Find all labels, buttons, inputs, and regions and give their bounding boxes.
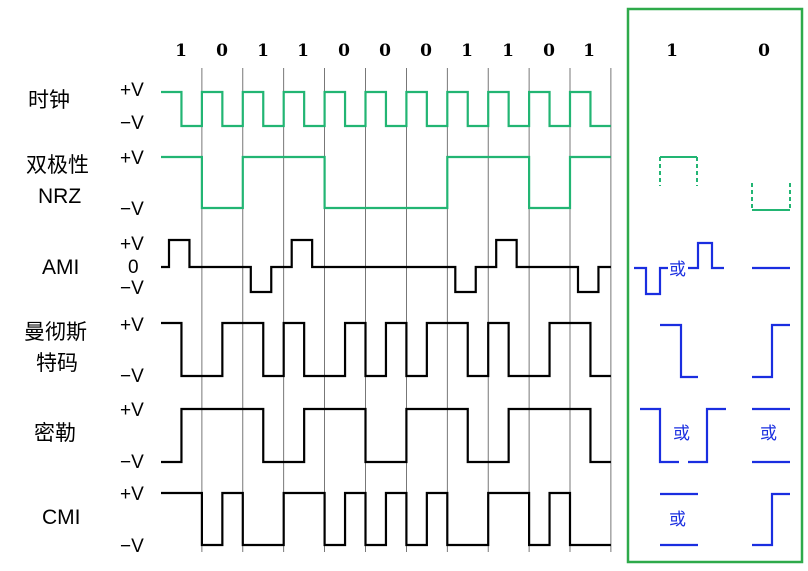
bit-5: 0	[379, 41, 391, 61]
legend-manchester-zero	[752, 323, 790, 379]
clock-level-high: +V	[120, 80, 144, 101]
legend-or-cmi: 或	[669, 510, 686, 530]
legend-nrz	[659, 156, 791, 211]
nrz-label-line2: NRZ	[38, 185, 81, 208]
ami-waveform	[161, 238, 611, 294]
cmi-waveform	[161, 491, 611, 547]
manchester-waveform	[161, 321, 611, 378]
legend-cmi-zero	[752, 492, 790, 547]
legend-bit-one: 1	[666, 41, 678, 61]
legend-blue-waves	[634, 241, 790, 547]
legend-nrz-one-edges	[659, 157, 698, 186]
cmi-level-high: +V	[120, 484, 144, 505]
clock-waveform	[161, 90, 611, 128]
nrz-label-line1: 双极性	[26, 153, 89, 177]
bit-2: 1	[257, 41, 269, 61]
manchester-label-line1: 曼彻斯	[24, 320, 87, 344]
nrz-level-high: +V	[120, 148, 144, 169]
bit-0: 1	[175, 41, 187, 61]
row-labels: 时钟 双极性 NRZ AMI 曼彻斯 特码 密勒 CMI	[24, 88, 89, 529]
legend-miller-one-b	[688, 407, 726, 464]
cmi-level-low: −V	[120, 536, 144, 557]
nrz-waveform	[161, 155, 611, 210]
legend-panel: 1 0 或 或 或 或	[626, 7, 804, 564]
miller-level-low: −V	[120, 452, 144, 473]
clock-level-low: −V	[120, 113, 144, 134]
legend-ami-one-a	[634, 266, 668, 296]
manchester-level-low: −V	[120, 366, 144, 387]
waveforms	[161, 90, 611, 547]
legend-nrz-zero-edges	[751, 183, 791, 210]
bit-9: 0	[543, 41, 555, 61]
bit-7: 1	[461, 41, 473, 61]
legend-or-miller-one: 或	[673, 424, 690, 444]
ami-level-zero: 0	[128, 257, 139, 278]
miller-waveform	[161, 407, 611, 464]
bit-1: 0	[216, 41, 228, 61]
level-labels: +V −V +V −V +V 0 −V +V −V +V −V +V −V	[120, 80, 144, 557]
ami-label: AMI	[42, 256, 79, 279]
legend-or-miller-zero: 或	[760, 424, 777, 444]
miller-label: 密勒	[34, 421, 76, 445]
bit-8: 1	[502, 41, 514, 61]
bit-6: 0	[420, 41, 432, 61]
bit-3: 1	[297, 41, 309, 61]
manchester-level-high: +V	[120, 315, 144, 336]
clock-label: 时钟	[28, 88, 70, 112]
bit-grid	[201, 68, 612, 552]
legend-border	[626, 7, 804, 564]
legend-miller-one-a	[640, 407, 679, 464]
ami-level-high: +V	[120, 234, 144, 255]
bit-10: 1	[583, 41, 595, 61]
bit-4: 0	[338, 41, 350, 61]
legend-or-ami: 或	[669, 260, 686, 280]
legend-bit-zero: 0	[758, 41, 770, 61]
ami-level-low: −V	[120, 278, 144, 299]
manchester-label-line2: 特码	[36, 351, 78, 375]
legend-ami-one-b	[688, 241, 724, 270]
bit-sequence: 1 0 1 1 0 0 0 1 1 0 1	[175, 41, 595, 61]
legend-manchester-one	[660, 323, 698, 379]
miller-level-high: +V	[120, 400, 144, 421]
nrz-level-low: −V	[120, 199, 144, 220]
cmi-label: CMI	[42, 506, 81, 529]
